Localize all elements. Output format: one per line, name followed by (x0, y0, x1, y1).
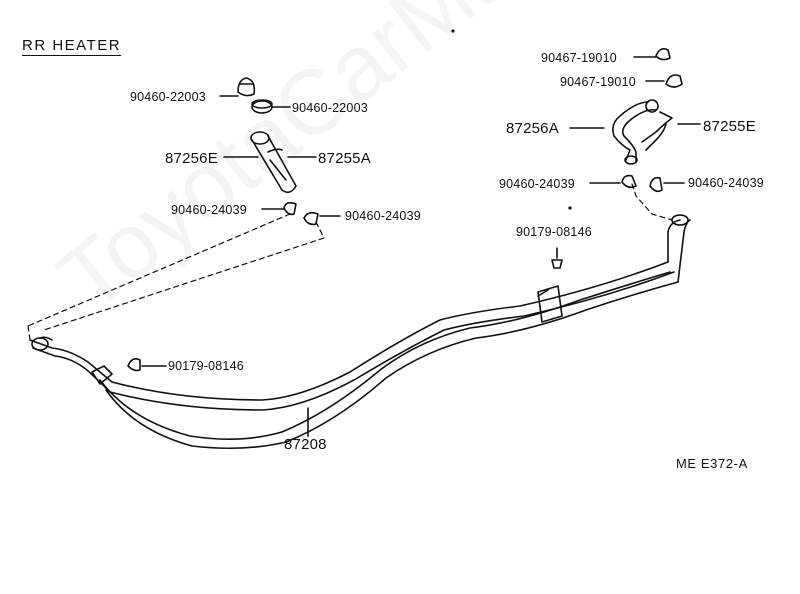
label-left-clamp-lower-b: 90460-24039 (345, 209, 421, 223)
label-right-clip-a: 90467-19010 (541, 51, 617, 65)
label-left-hose-e: 87256E (165, 150, 218, 167)
label-clip-right: 90179-08146 (516, 225, 592, 239)
label-left-hose-a: 87255A (318, 150, 371, 167)
label-right-hose-e: 87255E (703, 118, 756, 135)
label-pipe: 87208 (284, 436, 327, 453)
heater-pipe-87208 (29, 214, 691, 450)
illustration-code: ME E372-A (676, 456, 748, 471)
label-clip-left: 90179-08146 (168, 359, 244, 373)
right-hose-assembly (569, 48, 701, 193)
label-right-clip-b: 90467-19010 (560, 75, 636, 89)
clip-90179 (127, 247, 563, 372)
label-left-clamp-upper-b: 90460-22003 (292, 101, 368, 115)
label-right-clamp-a: 90460-24039 (499, 177, 575, 191)
label-right-clamp-b: 90460-24039 (688, 176, 764, 190)
left-hose-assembly (219, 77, 341, 226)
label-right-hose-a: 87256A (506, 120, 559, 137)
label-left-clamp-upper-a: 90460-22003 (130, 90, 206, 104)
diagram-title: RR HEATER (22, 37, 122, 56)
label-left-clamp-lower-a: 90460-24039 (171, 203, 247, 217)
assembly-reference-lines (27, 183, 673, 341)
